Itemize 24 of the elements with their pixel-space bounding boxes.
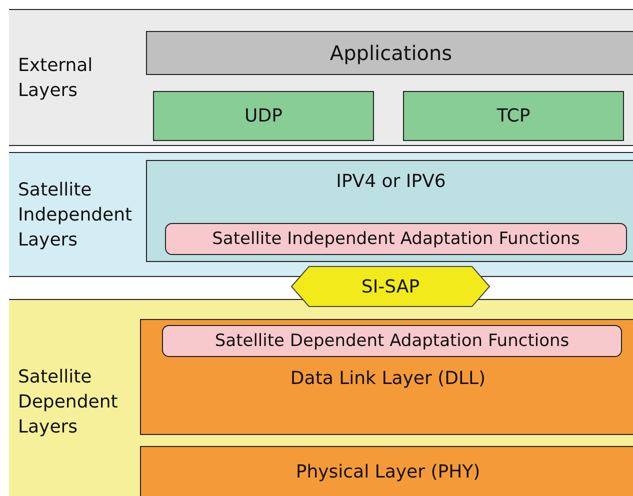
function-box [162,325,622,357]
layer-name: Satellite Independent Adaptation Functions [212,229,580,249]
access-point-hexagon [291,266,490,307]
layer-name: UDP [244,106,282,126]
layer-group-label: Satellite Independent Layers [18,178,134,252]
layer-name: TCP [496,106,530,126]
layer-box [140,446,633,496]
layer-band [9,152,633,277]
protocol-box [153,91,374,141]
layer-band [9,299,633,496]
layer-box [140,319,633,435]
layer-name: IPV4 or IPV6 [336,171,446,192]
layer-group-label: External Layers [18,54,94,102]
layer-box [146,31,633,75]
layer-name: Satellite Dependent Adaptation Functions [214,331,570,351]
layer-name: SI-SAP [361,276,420,297]
layer-box [146,160,633,262]
layer-name: Data Link Layer (DLL) [290,368,486,389]
protocol-box [403,91,624,141]
layer-name: Physical Layer (PHY) [296,462,480,482]
function-box [165,223,627,255]
layer-band [9,9,633,146]
layer-group-label: Satellite Dependent Layers [18,365,119,439]
layer-name: Applications [330,41,452,65]
